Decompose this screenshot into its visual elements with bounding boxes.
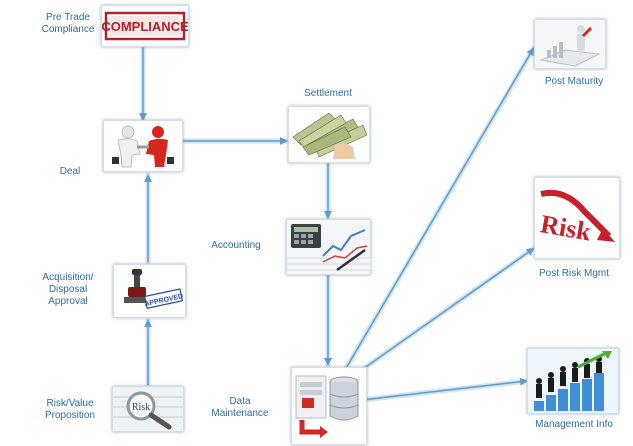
risk-arrow-icon: Risk — [534, 177, 620, 259]
handshake-icon — [103, 120, 183, 172]
label-accounting: Accounting — [211, 240, 261, 251]
label-management-info: Management Info — [535, 419, 613, 430]
label-post-risk-mgmt: Post Risk Mgmt — [538, 268, 609, 279]
arrow-data-to-management-info — [361, 377, 528, 401]
cash-stack-icon — [288, 106, 370, 163]
svg-text:Risk: Risk — [132, 402, 150, 413]
calculator-chart-icon — [286, 219, 371, 275]
people-growth-icon — [527, 348, 619, 414]
approved-stamp-icon: APPROVED — [113, 264, 186, 318]
database-icon — [291, 367, 367, 445]
label-risk-value-proposition: Risk/Value Proposition — [44, 398, 96, 421]
arrow-data-to-post-maturity — [344, 47, 535, 371]
label-post-maturity: Post Maturity — [544, 76, 604, 87]
compliance-stamp-icon: COMPLIANCE — [101, 5, 189, 47]
magnifier-risk-icon: Risk — [112, 386, 184, 432]
label-deal: Deal — [59, 166, 81, 177]
label-settlement: Settlement — [304, 88, 352, 99]
figure-chart-icon — [534, 19, 606, 69]
label-acquisition-disposal-approval: Acquisition/ Disposal Approval — [42, 272, 94, 307]
label-pre-trade-compliance: Pre Trade Compliance — [41, 12, 95, 35]
arrow-data-to-post-risk — [352, 247, 535, 377]
svg-text:COMPLIANCE: COMPLIANCE — [102, 19, 188, 34]
label-data-maintenance: Data Maintenance — [211, 396, 269, 419]
